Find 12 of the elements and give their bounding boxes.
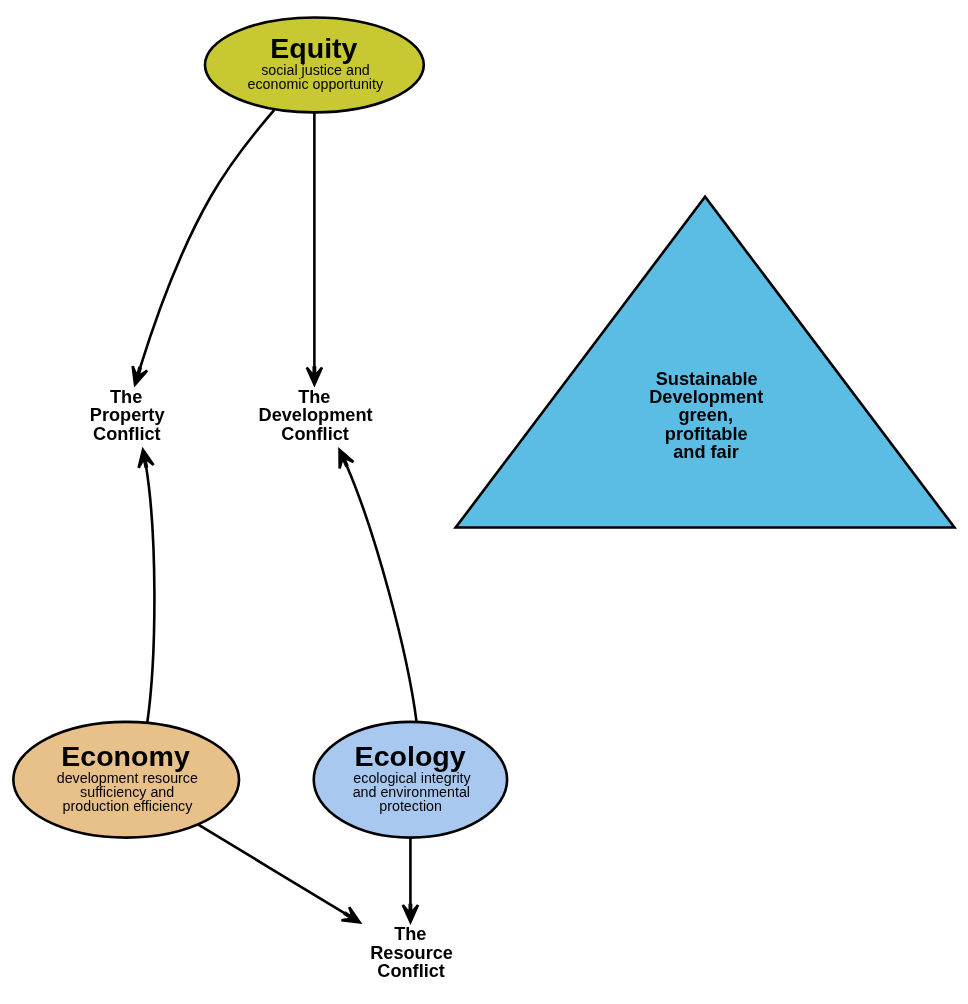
node-text: The Development Conflict: [258, 387, 373, 444]
arrow: [131, 108, 276, 386]
arrow: [137, 448, 156, 723]
node-text: The Resource Conflict: [370, 924, 453, 981]
arrow: [305, 112, 324, 386]
arrow: [197, 823, 362, 924]
arrow: [338, 448, 418, 722]
node-text: The Property Conflict: [89, 387, 165, 444]
node-ellipse: Ecology ecological integrity and environmental protection: [312, 720, 509, 839]
node-ellipse: Economy development resource sufficiency and production efficiency: [12, 720, 241, 839]
arrow: [401, 837, 420, 924]
node-ellipse: Equity social justice and economic opportunity: [203, 16, 426, 114]
